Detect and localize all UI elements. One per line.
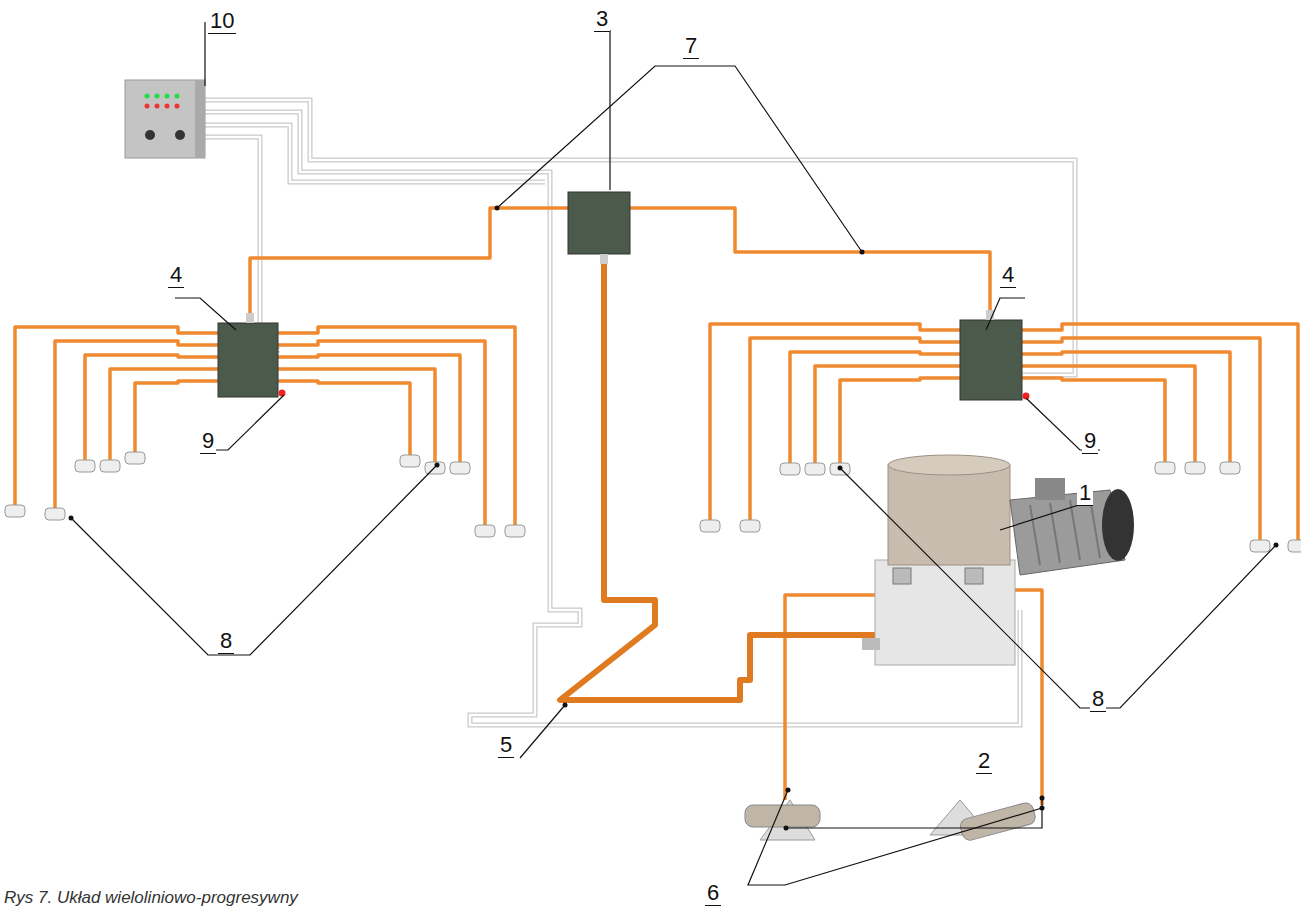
callout-number: 3 [594,8,610,32]
callout-number: 2 [976,750,992,774]
bearings [745,800,1037,842]
pump-unit [862,455,1134,665]
callout-number: 4 [1000,264,1016,288]
callout-number: 5 [498,734,514,758]
callout-number: 6 [705,882,721,906]
callout-number: 9 [1082,430,1098,454]
figure-caption: Rys 7. Układ wieloliniowo-progresywny [4,888,298,908]
control-panel [125,80,205,158]
signal-wires [205,100,1075,725]
callout-number: 10 [208,10,236,34]
callout-number: 8 [1090,688,1106,712]
leader-lines [71,22,1276,885]
distributors [218,192,1030,400]
callout-number: 1 [1077,482,1093,506]
callout-number: 7 [683,35,699,59]
callout-number: 4 [168,264,184,288]
callout-number: 8 [218,630,234,654]
lube-lines [250,208,1042,805]
callout-number: 9 [200,430,216,454]
